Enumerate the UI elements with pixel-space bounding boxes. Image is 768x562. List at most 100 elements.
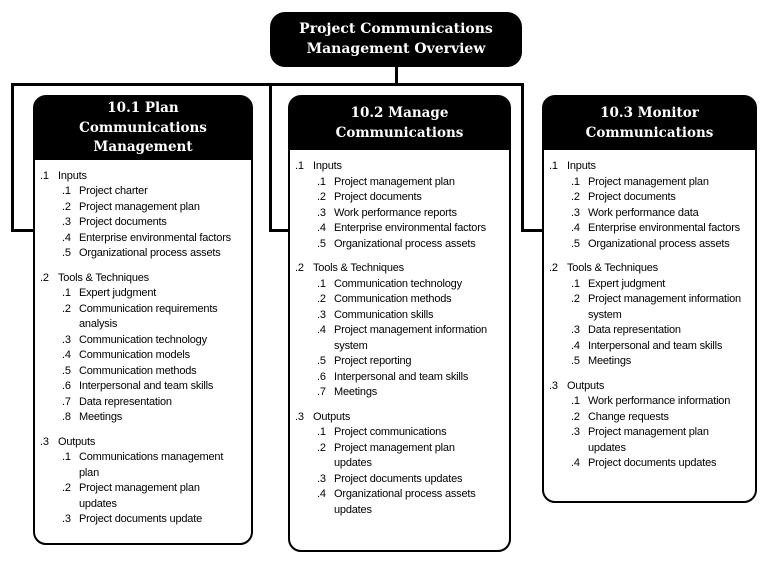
item-number: .6 bbox=[317, 370, 326, 383]
item-text: Project management plan bbox=[588, 175, 709, 188]
item-text: Communication methods bbox=[79, 364, 197, 377]
item-number: .2 bbox=[317, 191, 326, 203]
item-text: Project documents updates bbox=[588, 457, 717, 469]
item-text: Project documents bbox=[588, 191, 676, 203]
item-text: Communication skills bbox=[334, 308, 434, 321]
process-title-10-3: 10.3 Monitor Communications bbox=[544, 97, 755, 150]
item-number: .4 bbox=[571, 339, 580, 352]
section-number: .3 bbox=[295, 410, 304, 423]
list-item: .1 Communication technology bbox=[317, 277, 506, 293]
item-number: .3 bbox=[317, 472, 326, 485]
item-number: .1 bbox=[62, 287, 71, 300]
item-number: .5 bbox=[571, 355, 580, 367]
item-number: .1 bbox=[571, 395, 580, 407]
item-text: Meetings bbox=[79, 411, 123, 424]
item-number: .4 bbox=[317, 324, 326, 336]
item-number: .2 bbox=[62, 482, 71, 495]
item-number: .2 bbox=[571, 191, 580, 203]
connector-drop-1 bbox=[11, 83, 14, 232]
item-text: Interpersonal and team skills bbox=[79, 380, 214, 393]
section-label: Inputs bbox=[58, 169, 87, 182]
section-label: Tools & Techniques bbox=[58, 271, 149, 284]
item-number: .7 bbox=[317, 386, 326, 398]
section-number: .1 bbox=[40, 169, 49, 182]
item-text: Enterprise environmental factors bbox=[334, 222, 486, 234]
connector-stub-2 bbox=[269, 229, 291, 232]
item-text: Interpersonal and team skills bbox=[334, 370, 469, 383]
section-number: .3 bbox=[549, 379, 558, 392]
section-row: .1 Inputs bbox=[40, 169, 248, 185]
section-label: Outputs bbox=[313, 410, 351, 423]
item-number: .3 bbox=[571, 324, 580, 336]
item-text: Communications management plan bbox=[79, 451, 224, 479]
list-item: .6 Interpersonal and team skills bbox=[62, 379, 248, 395]
item-number: .1 bbox=[571, 277, 580, 290]
connector-drop-3 bbox=[521, 83, 524, 232]
list-item: .5 Organizational process assets bbox=[571, 237, 752, 253]
item-text: Communication methods bbox=[334, 293, 452, 305]
item-text: Project reporting bbox=[334, 355, 412, 367]
item-number: .1 bbox=[317, 426, 326, 438]
section-number: .2 bbox=[295, 262, 304, 274]
item-text: Work performance data bbox=[588, 206, 699, 219]
item-text: Project documents updates bbox=[334, 472, 463, 485]
item-text: Project documents bbox=[334, 191, 422, 203]
item-text: Project documents update bbox=[79, 513, 202, 526]
section-row: .3 Outputs bbox=[295, 410, 506, 426]
item-number: .5 bbox=[62, 364, 71, 377]
item-text: Project management plan bbox=[79, 200, 200, 213]
item-text: Communication technology bbox=[334, 277, 462, 290]
section-number: .1 bbox=[549, 160, 558, 172]
item-number: .6 bbox=[62, 380, 71, 393]
item-number: .7 bbox=[62, 395, 71, 408]
section-label: Outputs bbox=[58, 435, 96, 448]
list-item: .2 Project documents bbox=[317, 190, 506, 206]
item-number: .1 bbox=[62, 451, 71, 464]
item-text: Organizational process assets updates bbox=[334, 488, 476, 516]
connector-stub-3 bbox=[521, 229, 545, 232]
item-number: .1 bbox=[317, 175, 326, 188]
list-item: .1 Communications management plan bbox=[62, 450, 248, 481]
item-text: Communication requirements analysis bbox=[79, 302, 218, 331]
item-number: .4 bbox=[571, 222, 580, 234]
item-text: Meetings bbox=[588, 355, 632, 367]
item-number: .1 bbox=[317, 277, 326, 290]
item-number: .5 bbox=[571, 237, 580, 250]
item-text: Organizational process assets bbox=[588, 237, 730, 250]
item-number: .2 bbox=[62, 302, 71, 315]
item-text: Project charter bbox=[79, 185, 148, 198]
item-text: Project management information system bbox=[334, 324, 487, 352]
item-number: .4 bbox=[317, 488, 326, 500]
item-number: .2 bbox=[571, 410, 580, 423]
item-number: .2 bbox=[317, 441, 326, 454]
item-text: Enterprise environmental factors bbox=[79, 231, 231, 244]
